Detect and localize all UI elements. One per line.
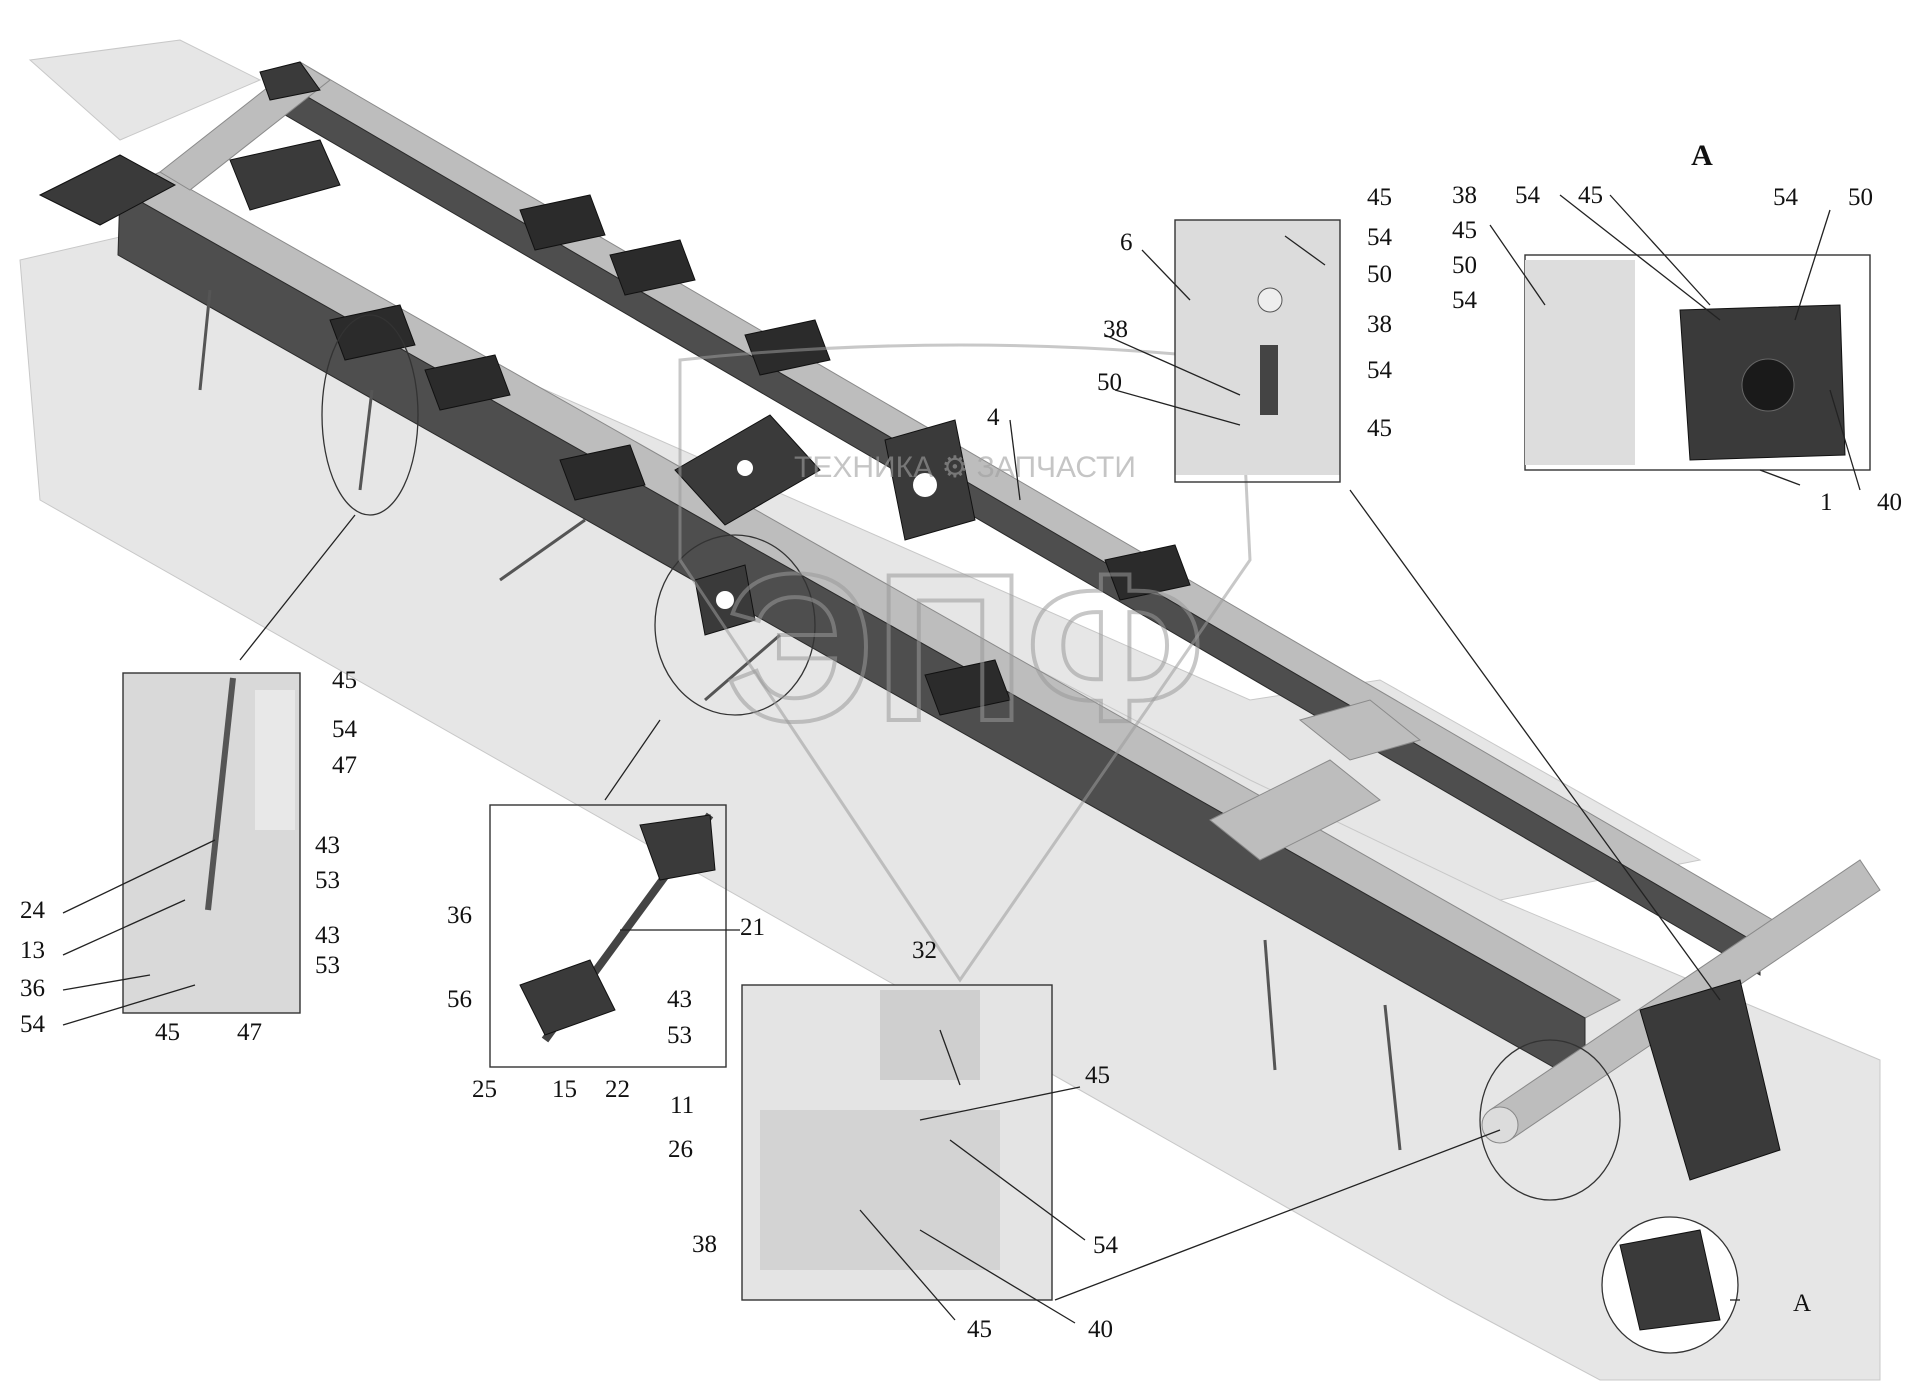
callout-43: 43 bbox=[315, 832, 340, 859]
callout-25: 25 bbox=[472, 1076, 497, 1103]
watermark-brand: ТЕХНИКА ⚙ ЗАПЧАСТИ bbox=[794, 451, 1136, 484]
callout-43: 43 bbox=[315, 922, 340, 949]
coupling-plate bbox=[229, 139, 341, 211]
rear-hinge bbox=[1639, 979, 1781, 1181]
view-a-marker-circle bbox=[1601, 1216, 1739, 1354]
callout-45: 45 bbox=[1085, 1062, 1110, 1089]
callout-11: 11 bbox=[670, 1092, 694, 1119]
front-pad-left bbox=[38, 154, 177, 226]
watermark: ТЕХНИКА ⚙ ЗАПЧАСТИ ЭПФ bbox=[678, 343, 1252, 983]
callout-6: 6 bbox=[1120, 229, 1133, 256]
callout-38: 38 bbox=[692, 1231, 717, 1258]
callout-45: 45 bbox=[1452, 217, 1477, 244]
callout-45: 45 bbox=[332, 667, 357, 694]
callout-45: 45 bbox=[1578, 182, 1603, 209]
callout-38: 38 bbox=[1452, 182, 1477, 209]
callout-labels: 45 54 50 6 38 38 50 54 45 4 38 45 50 54 … bbox=[20, 182, 1902, 1343]
watermark-logo: ЭПФ bbox=[725, 530, 1205, 765]
callout-47: 47 bbox=[237, 1019, 262, 1046]
callout-13: 13 bbox=[20, 937, 45, 964]
leader-lines bbox=[62, 194, 1861, 1324]
frame-bolts bbox=[198, 289, 1402, 1151]
callout-54: 54 bbox=[1093, 1232, 1119, 1259]
callout-45: 45 bbox=[1367, 415, 1392, 442]
callout-45: 45 bbox=[1367, 184, 1392, 211]
callout-54: 54 bbox=[1515, 182, 1541, 209]
callout-53: 53 bbox=[315, 867, 340, 894]
callout-4: 4 bbox=[987, 404, 1000, 431]
callout-40: 40 bbox=[1877, 489, 1902, 516]
callout-45: 45 bbox=[967, 1316, 992, 1343]
callout-36: 36 bbox=[20, 975, 45, 1002]
callout-36: 36 bbox=[447, 902, 472, 929]
callout-53: 53 bbox=[667, 1022, 692, 1049]
view-a-title: А bbox=[1691, 139, 1713, 172]
callout-43: 43 bbox=[667, 986, 692, 1013]
view-a-marker-label: А bbox=[1793, 1290, 1811, 1317]
callout-21: 21 bbox=[740, 914, 765, 941]
callout-50: 50 bbox=[1848, 184, 1873, 211]
callout-15: 15 bbox=[552, 1076, 577, 1103]
callout-26: 26 bbox=[668, 1136, 693, 1163]
callout-22: 22 bbox=[605, 1076, 630, 1103]
callout-24: 24 bbox=[20, 897, 46, 924]
callout-54: 54 bbox=[332, 716, 358, 743]
callout-38: 38 bbox=[1367, 311, 1392, 338]
callout-56: 56 bbox=[447, 986, 472, 1013]
callout-45: 45 bbox=[155, 1019, 180, 1046]
callout-32: 32 bbox=[912, 937, 937, 964]
detail-bottom bbox=[741, 984, 1053, 1301]
callout-1: 1 bbox=[1820, 489, 1833, 516]
detail-left bbox=[122, 672, 301, 1014]
callout-50: 50 bbox=[1452, 252, 1477, 279]
callout-38: 38 bbox=[1103, 316, 1128, 343]
rail-brackets bbox=[329, 194, 1191, 716]
callout-54: 54 bbox=[1452, 287, 1478, 314]
callout-54: 54 bbox=[1773, 184, 1799, 211]
callout-40: 40 bbox=[1088, 1316, 1113, 1343]
callout-50: 50 bbox=[1367, 261, 1392, 288]
front-pad-right bbox=[259, 61, 321, 101]
detail-top-middle bbox=[1174, 219, 1341, 483]
callout-53: 53 bbox=[315, 952, 340, 979]
highlight-circles bbox=[321, 314, 1621, 1201]
callout-50: 50 bbox=[1097, 369, 1122, 396]
callout-47: 47 bbox=[332, 752, 357, 779]
callout-54: 54 bbox=[20, 1011, 46, 1038]
detail-view-a bbox=[1524, 254, 1871, 471]
callout-54: 54 bbox=[1367, 357, 1393, 384]
rear-cross-member bbox=[1298, 699, 1422, 761]
detail-middle bbox=[489, 804, 727, 1068]
callout-54: 54 bbox=[1367, 224, 1393, 251]
